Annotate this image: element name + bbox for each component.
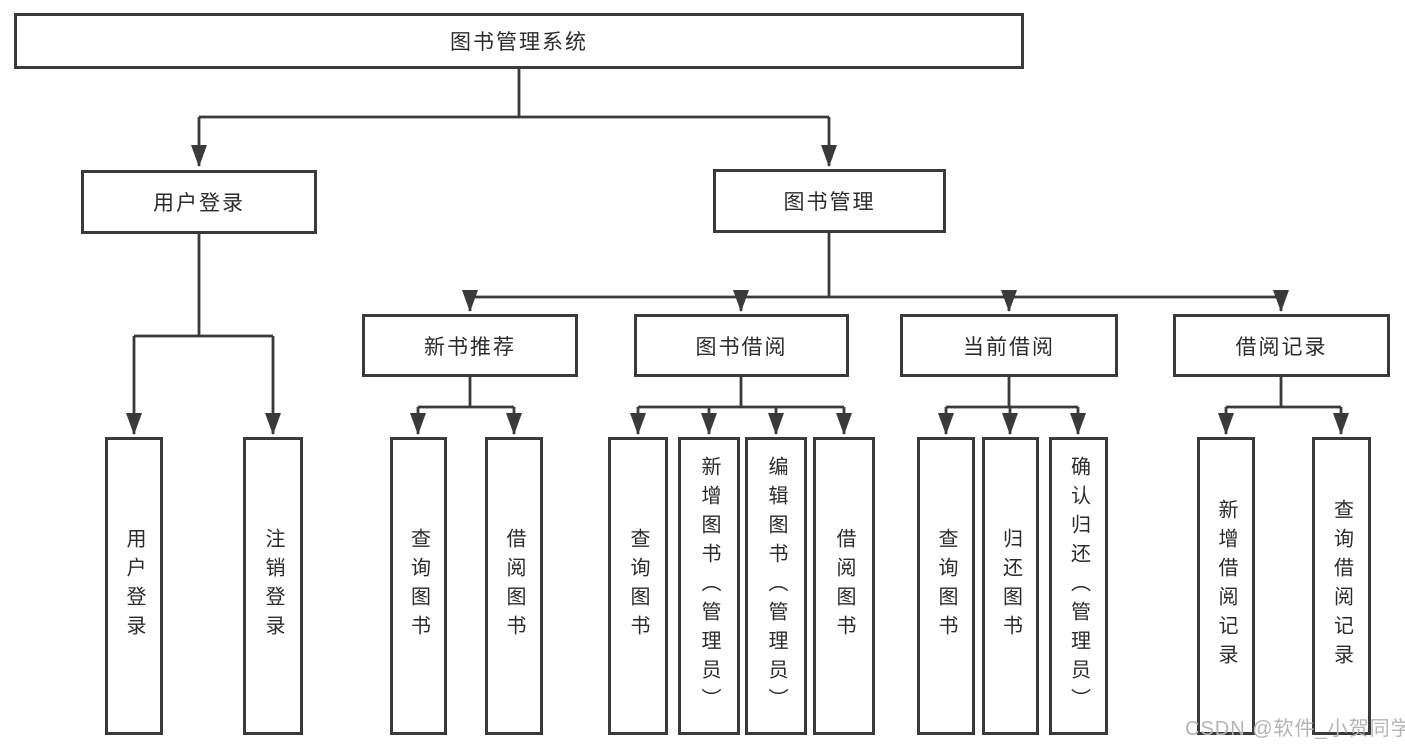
node-leaf-query-books-recommend: 查询图书: [390, 437, 447, 735]
connector-user-login-to-children: [126, 233, 281, 435]
connector-root-to-level2: [191, 69, 837, 167]
node-label: 图书借阅: [695, 335, 788, 359]
node-label: 注销登录: [262, 528, 284, 644]
node-leaf-add-borrow-record: 新增借阅记录: [1197, 437, 1255, 735]
node-label: 借阅图书: [503, 528, 525, 644]
node-user-login: 用户登录: [81, 170, 317, 234]
node-label: 确认归还（管理员）: [1067, 455, 1090, 717]
node-leaf-query-borrow-record: 查询借阅记录: [1312, 437, 1371, 735]
node-book-management: 图书管理: [713, 169, 946, 233]
node-book-borrowing: 图书借阅: [634, 314, 849, 377]
node-label: 当前借阅: [963, 335, 1055, 359]
node-label: 借阅图书: [833, 528, 855, 644]
connector-book-management-to-level3: [462, 233, 1289, 312]
node-leaf-query-books-current: 查询图书: [917, 437, 975, 735]
node-label: 编辑图书（管理员）: [765, 455, 787, 717]
node-label: 用户登录: [153, 192, 245, 215]
connector-new-book-recommend-to-children: [410, 377, 522, 435]
node-leaf-user-login: 用户登录: [105, 437, 163, 735]
connector-current-borrowing-to-children: [938, 377, 1086, 435]
node-label: 图书管理系统: [450, 31, 588, 54]
watermark: CSDN @软件_小贺同学: [1185, 718, 1405, 740]
node-new-book-recommend: 新书推荐: [362, 314, 578, 377]
node-label: 新增图书（管理员）: [698, 455, 720, 717]
node-leaf-return-books: 归还图书: [982, 437, 1039, 735]
node-label: 图书管理: [783, 191, 876, 214]
node-root-library-system: 图书管理系统: [14, 13, 1024, 69]
node-leaf-query-books-borrowing: 查询图书: [608, 437, 668, 735]
node-leaf-logout: 注销登录: [243, 437, 303, 735]
node-leaf-borrow-books-recommend: 借阅图书: [485, 437, 543, 735]
node-label: 查询图书: [627, 528, 649, 644]
node-label: 借阅记录: [1235, 335, 1328, 359]
node-leaf-confirm-return-admin: 确认归还（管理员）: [1049, 437, 1108, 735]
node-label: 查询图书: [407, 528, 430, 644]
node-leaf-borrow-books: 借阅图书: [813, 437, 875, 735]
node-label: 用户登录: [123, 528, 145, 644]
connector-book-borrowing-to-children: [630, 377, 852, 435]
node-leaf-edit-book-admin: 编辑图书（管理员）: [745, 437, 807, 735]
connector-borrowing-records-to-children: [1218, 377, 1349, 435]
node-label: 查询借阅记录: [1330, 499, 1353, 673]
node-label: 新书推荐: [424, 335, 516, 359]
node-label: 查询图书: [935, 528, 957, 644]
node-label: 归还图书: [999, 528, 1022, 644]
node-borrowing-records: 借阅记录: [1173, 314, 1390, 377]
node-label: 新增借阅记录: [1215, 499, 1237, 673]
node-leaf-add-book-admin: 新增图书（管理员）: [678, 437, 740, 735]
node-current-borrowing: 当前借阅: [900, 314, 1118, 377]
